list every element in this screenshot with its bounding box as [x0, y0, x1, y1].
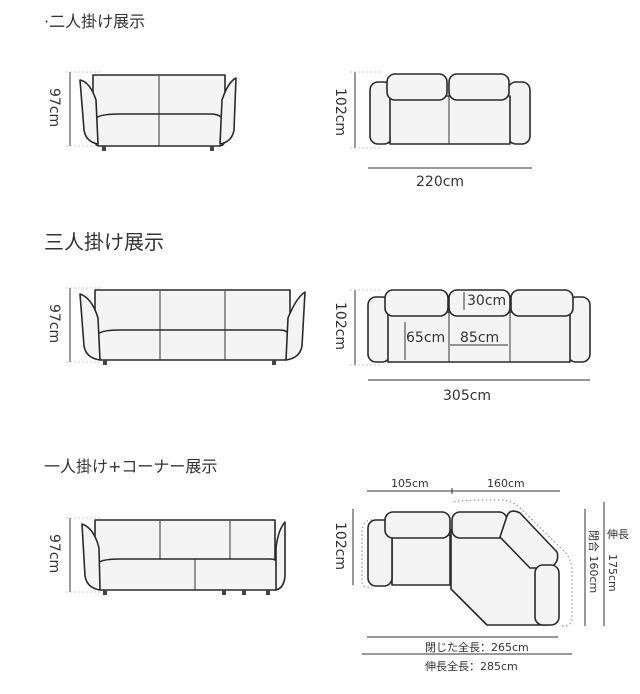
- closed-total-label: 閉じた全長：265cm: [425, 640, 529, 654]
- extended-side-label: 伸長: [607, 528, 629, 541]
- two-seater-front-view: 97cm: [46, 71, 237, 151]
- extended-side-value: 175cm: [606, 554, 619, 592]
- seat-b-label: 85cm: [460, 330, 499, 346]
- width-label: 220cm: [416, 174, 464, 190]
- closed-side-label: 閉合 160cm: [587, 530, 601, 593]
- two-seater-top-view: 102cm 220cm: [332, 71, 532, 190]
- depth-label: 102cm: [332, 88, 348, 136]
- seat-a-label: 65cm: [406, 330, 445, 346]
- three-seater-front-view: 97cm: [46, 287, 306, 365]
- section-title-three-seater: 三人掛け展示: [44, 230, 164, 254]
- width-left-label: 105cm: [391, 477, 429, 490]
- height-label: 97cm: [46, 88, 62, 127]
- width-label: 305cm: [443, 388, 491, 404]
- corner-top-view: 102cm 105cm 160cm 閉合 160cm 伸長 175cm 閉じた全…: [332, 477, 629, 673]
- depth-label: 102cm: [332, 522, 348, 570]
- height-label: 97cm: [46, 304, 62, 343]
- section-title-two-seater: ·二人掛け展示: [44, 12, 146, 31]
- depth-label: 102cm: [332, 302, 348, 350]
- extended-total-label: 伸長全長：285cm: [425, 659, 518, 673]
- width-right-label: 160cm: [487, 477, 525, 490]
- corner-front-view: 97cm: [46, 517, 286, 595]
- height-label: 97cm: [46, 534, 62, 573]
- three-seater-top-view: 102cm 30cm 65cm 85cm 305cm: [332, 289, 591, 404]
- seat-depth-label: 30cm: [467, 293, 506, 309]
- section-title-corner: 一人掛け+コーナー展示: [44, 457, 218, 476]
